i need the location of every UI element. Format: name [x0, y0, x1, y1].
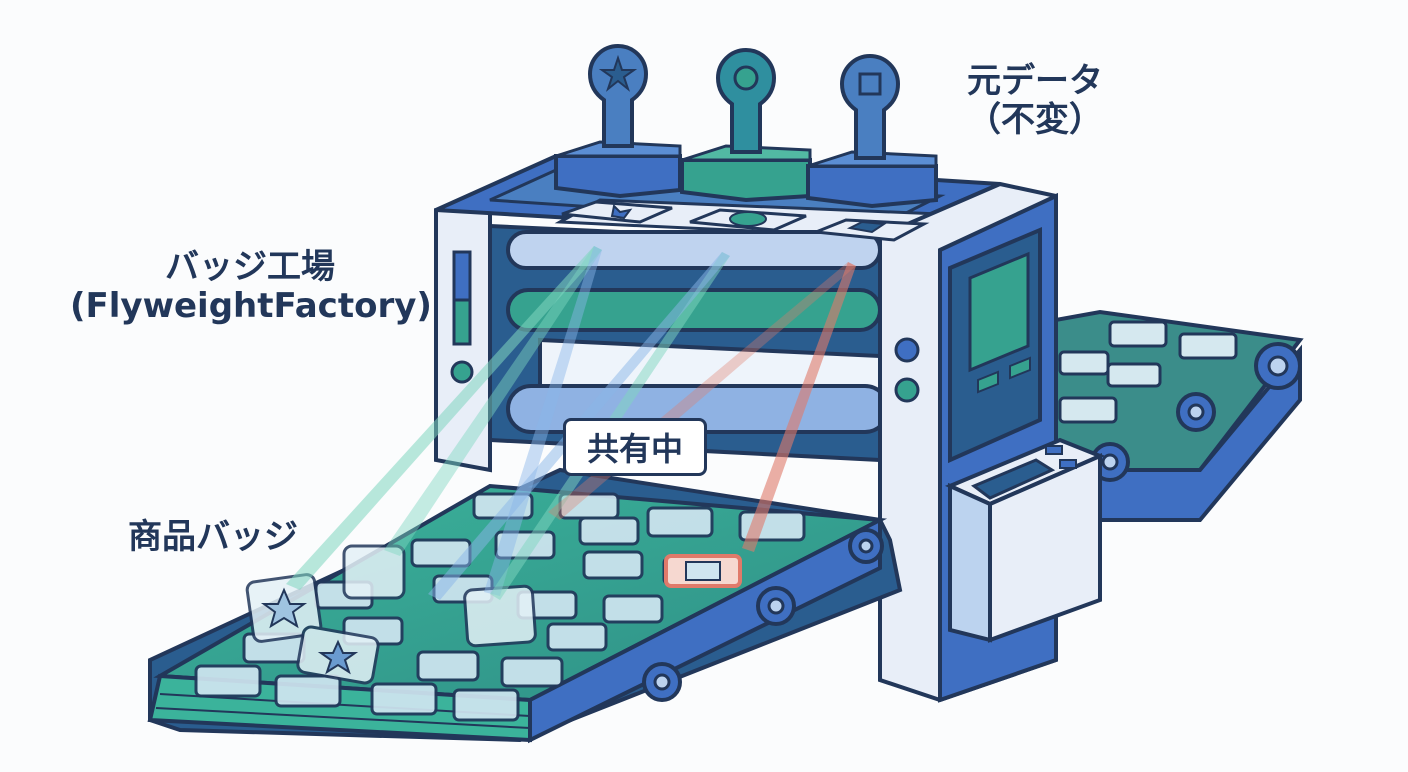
- factory-label-line1: バッジ工場: [165, 247, 335, 287]
- back-conveyor: [997, 309, 1304, 522]
- stamp-row: [554, 44, 938, 242]
- stamp-circle: [680, 48, 812, 203]
- shared-badge-label: 共有中: [563, 418, 707, 476]
- source-data-label: 元データ （不変）: [940, 61, 1130, 141]
- factory-label: バッジ工場 (FlyweightFactory): [70, 247, 432, 327]
- factory-label-line2: (FlyweightFactory): [70, 286, 432, 327]
- product-badges-label: 商品バッジ: [128, 517, 298, 557]
- stamp-square: [806, 54, 938, 209]
- source-data-label-line2: （不変）: [967, 100, 1103, 141]
- stamp-star: [554, 44, 682, 199]
- source-data-label-line1: 元データ: [967, 61, 1103, 101]
